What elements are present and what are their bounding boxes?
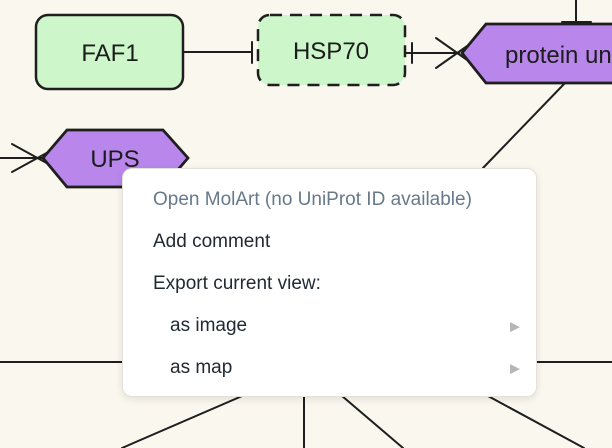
menu-item-export-current-view: Export current view: bbox=[123, 263, 536, 305]
menu-item-open-molart-label: Open MolArt (no UniProt ID available) bbox=[153, 189, 472, 210]
menu-item-add-comment[interactable]: Add comment bbox=[123, 221, 536, 263]
node-faf1[interactable]: FAF1 bbox=[34, 13, 185, 91]
edge-inhibition-faf1-hsp70[interactable] bbox=[183, 41, 253, 64]
node-hsp70[interactable]: HSP70 bbox=[256, 13, 407, 87]
menu-item-open-molart[interactable]: Open MolArt (no UniProt ID available) bbox=[123, 179, 536, 221]
context-menu: Open MolArt (no UniProt ID available) Ad… bbox=[122, 168, 537, 397]
submenu-arrow-icon: ▶ bbox=[510, 360, 520, 376]
menu-item-as-image-label: as image bbox=[170, 315, 248, 336]
edge-protein-diagonal[interactable] bbox=[482, 82, 566, 169]
submenu-arrow-icon: ▶ bbox=[510, 318, 520, 334]
node-protein-un-label: protein un bbox=[505, 42, 612, 69]
menu-item-as-map-label: as map bbox=[170, 357, 233, 378]
menu-item-export-as-map[interactable]: as map ▶ bbox=[123, 347, 536, 389]
menu-item-export-as-image[interactable]: as image ▶ bbox=[123, 305, 536, 347]
node-hsp70-label: HSP70 bbox=[293, 38, 369, 65]
edge-inhibition-top-protein[interactable] bbox=[561, 0, 592, 23]
node-protein-un[interactable]: protein un bbox=[460, 22, 612, 85]
menu-item-export-label: Export current view: bbox=[153, 273, 321, 294]
node-faf1-label: FAF1 bbox=[81, 40, 138, 67]
menu-item-add-comment-label: Add comment bbox=[153, 231, 271, 252]
edge-radiating-lines[interactable] bbox=[121, 389, 585, 448]
